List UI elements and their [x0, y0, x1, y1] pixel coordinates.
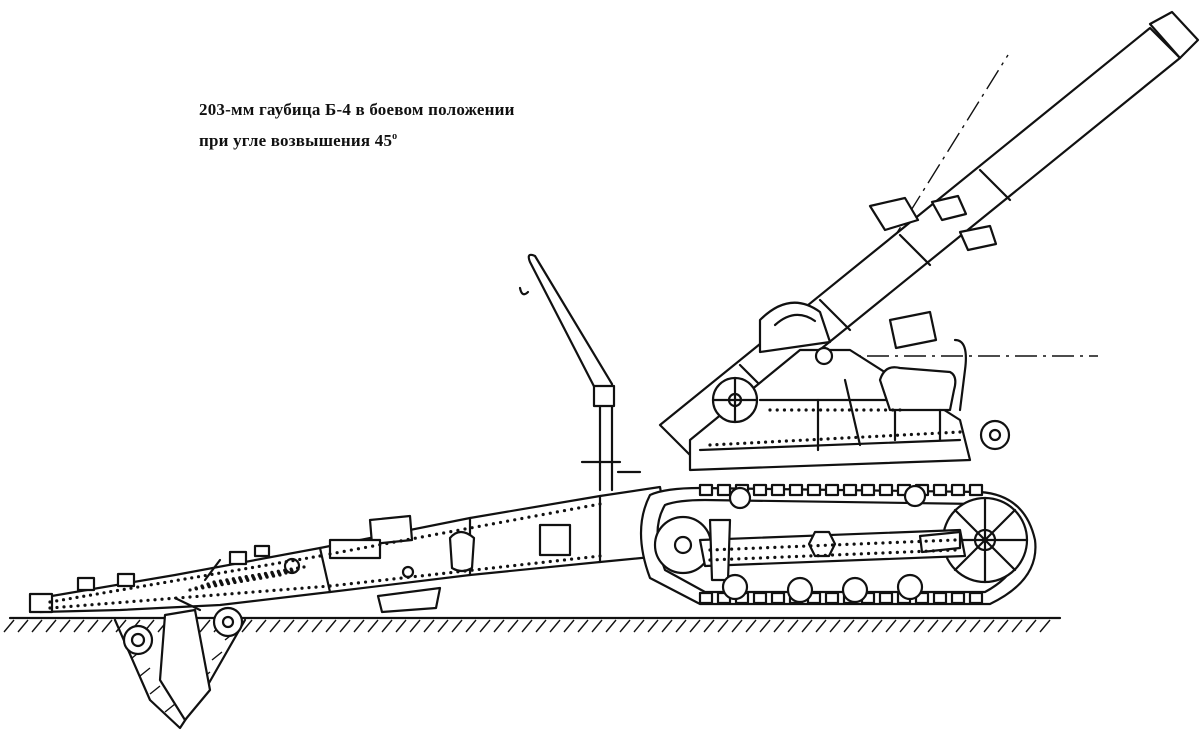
caption-line-2-text: при угле возвышения 45 — [199, 131, 393, 150]
caption-line-1: 203-мм гаубица Б-4 в боевом положении — [199, 100, 515, 119]
trail-fittings — [76, 538, 382, 592]
degree-sign: о — [392, 131, 398, 142]
ground — [3, 616, 1062, 633]
lifting-crane — [518, 253, 642, 492]
elevation-handwheel — [979, 419, 1011, 451]
figure-caption: 203-мм гаубица Б-4 в боевом положении пр… — [199, 96, 515, 154]
cradle — [758, 301, 938, 354]
trail-spade — [122, 558, 244, 722]
caption-line-2: при угле возвышения 45о — [199, 123, 515, 154]
upper-carriage — [688, 346, 972, 472]
track-assembly — [639, 483, 1037, 606]
rivets — [48, 408, 962, 610]
gunner-seat — [878, 338, 967, 442]
